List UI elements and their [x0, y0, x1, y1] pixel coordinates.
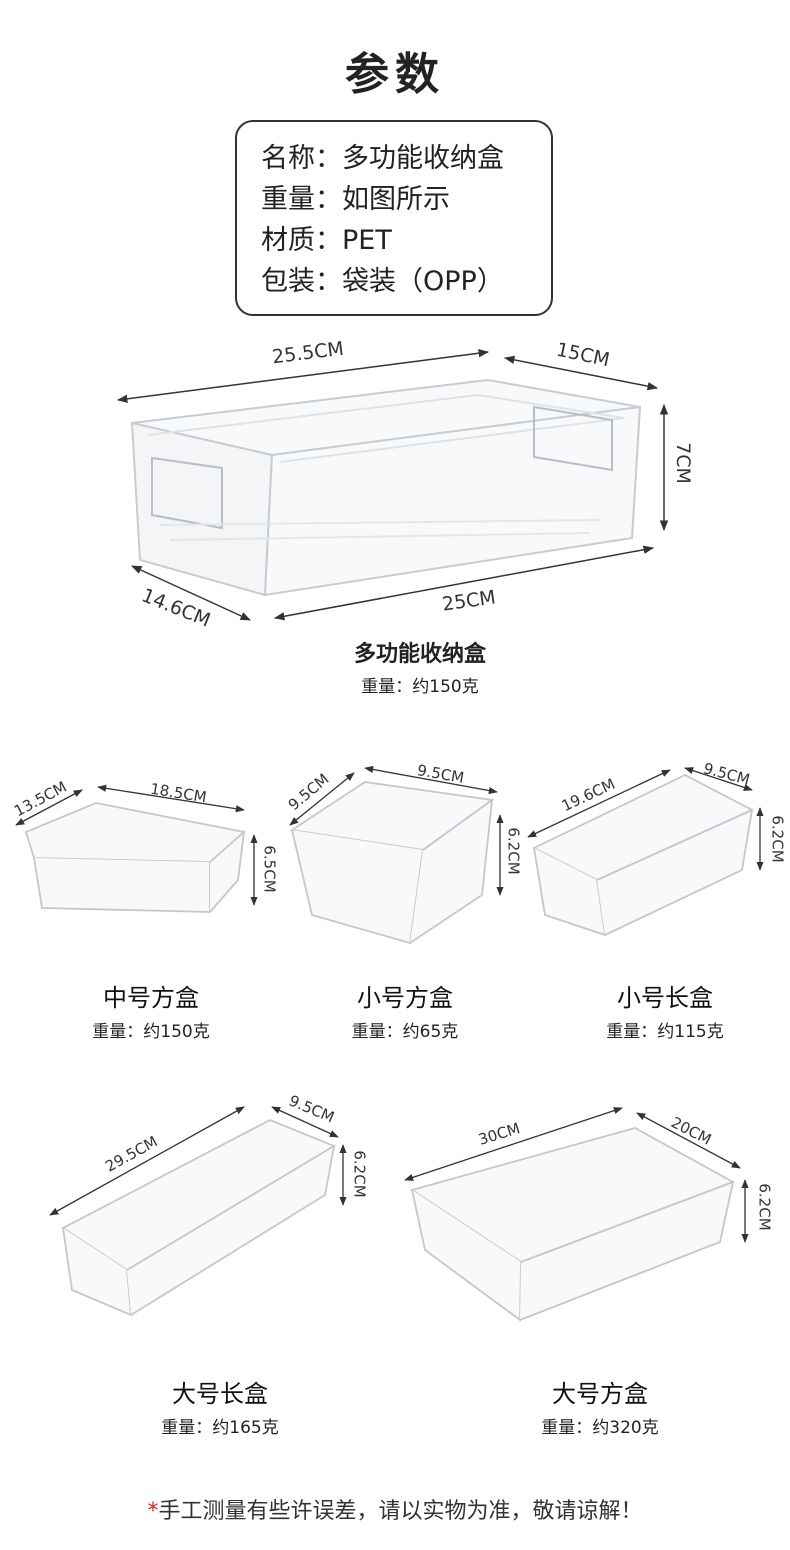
- note-star: *: [147, 1499, 159, 1524]
- product-name-large-long: 大号长盒: [172, 1380, 268, 1408]
- product-weight-large-long: 重量：约165克: [161, 1418, 279, 1438]
- product-weight-medium-square: 重量：约150克: [92, 1022, 210, 1042]
- product-name-medium-square: 中号方盒: [103, 984, 199, 1012]
- spec-value: 如图所示: [342, 184, 450, 215]
- spec-label: 材质：: [261, 225, 342, 256]
- p4-dim-c: 6.2CM: [350, 1150, 369, 1198]
- p5-dim-c: 6.2CM: [755, 1183, 774, 1231]
- spec-value: PET: [342, 225, 392, 256]
- product-name-large-square: 大号方盒: [552, 1380, 648, 1408]
- spec-value: 袋装（OPP）: [342, 266, 504, 297]
- product-weight-small-square: 重量：约65克: [351, 1022, 459, 1042]
- spec-label: 名称：: [261, 143, 342, 174]
- page-title: 参数: [345, 49, 445, 100]
- spec-row-weight: 重量：如图所示: [261, 179, 551, 220]
- main-product-weight: 重量：约150克: [361, 677, 479, 697]
- product-name-small-long: 小号长盒: [617, 984, 713, 1012]
- product-weight-small-long: 重量：约115克: [606, 1022, 724, 1042]
- spec-label: 重量：: [261, 184, 342, 215]
- spec-value: 多功能收纳盒: [342, 143, 504, 174]
- disclaimer-note: *手工测量有些许误差，请以实物为准，敬请谅解！: [0, 1493, 790, 1525]
- product-weight-large-square: 重量：约320克: [541, 1418, 659, 1438]
- spec-row-name: 名称：多功能收纳盒: [261, 138, 551, 179]
- product-name-small-square: 小号方盒: [357, 984, 453, 1012]
- spec-row-material: 材质：PET: [261, 220, 551, 261]
- spec-box: 名称：多功能收纳盒 重量：如图所示 材质：PET 包装：袋装（OPP）: [235, 120, 553, 316]
- spec-row-package: 包装：袋装（OPP）: [261, 261, 551, 302]
- main-product-name: 多功能收纳盒: [353, 642, 486, 667]
- note-text: 手工测量有些许误差，请以实物为准，敬请谅解！: [158, 1499, 643, 1524]
- spec-label: 包装：: [261, 266, 342, 297]
